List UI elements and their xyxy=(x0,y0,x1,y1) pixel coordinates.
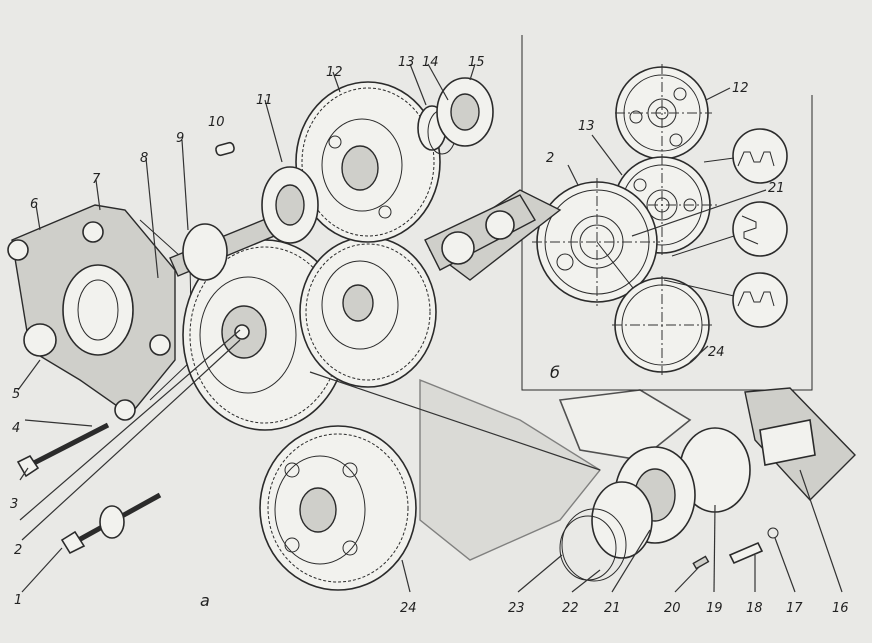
inset-gear-12 xyxy=(615,64,712,160)
label-4: 4 xyxy=(12,421,20,436)
bearing-assembly xyxy=(417,77,494,155)
part-labels: 1 2 3 4 5 6 7 8 9 10 11 12 13 14 15 16 1… xyxy=(10,55,849,616)
inset-gear-24 xyxy=(612,276,715,375)
label-23: 23 xyxy=(508,601,525,616)
key xyxy=(215,141,235,157)
inset-label-24: 24 xyxy=(708,345,725,360)
label-8: 8 xyxy=(140,151,148,166)
tooth-detail-bottom xyxy=(663,272,788,328)
bolt-1 xyxy=(60,492,162,555)
label-21: 21 xyxy=(604,601,621,616)
label-12: 12 xyxy=(326,65,343,80)
label-22: 22 xyxy=(562,601,579,616)
inset-labels: 12 13 2 21 24 б xyxy=(546,81,785,382)
camshaft-gear xyxy=(295,81,441,243)
label-16: 16 xyxy=(832,601,849,616)
label-20: 20 xyxy=(664,601,681,616)
label-6: 6 xyxy=(30,197,38,212)
right-shaft-assembly xyxy=(559,387,856,582)
leader-lines xyxy=(17,63,843,593)
sublabel-b: б xyxy=(550,363,560,382)
label-24: 24 xyxy=(400,601,417,616)
label-15: 15 xyxy=(468,55,485,70)
tooth-detail-middle xyxy=(671,201,788,257)
inset-label-2: 2 xyxy=(546,151,554,166)
label-2: 2 xyxy=(14,543,22,558)
label-1: 1 xyxy=(14,593,22,608)
sublabel-a: а xyxy=(200,591,210,610)
label-17: 17 xyxy=(786,601,803,616)
label-5: 5 xyxy=(12,387,20,402)
label-3: 3 xyxy=(10,497,18,512)
label-13: 13 xyxy=(398,55,415,70)
label-7: 7 xyxy=(92,172,101,187)
idler-gear xyxy=(299,236,437,388)
camshaft xyxy=(424,194,536,271)
label-10: 10 xyxy=(208,115,225,130)
lower-gear xyxy=(259,425,417,591)
label-18: 18 xyxy=(746,601,763,616)
label-19: 19 xyxy=(706,601,723,616)
label-9: 9 xyxy=(176,131,184,146)
label-11: 11 xyxy=(256,93,273,108)
label-14: 14 xyxy=(422,55,439,70)
fuel-pump-shaft xyxy=(169,166,319,281)
timing-cover xyxy=(7,204,176,421)
inset-label-13: 13 xyxy=(578,119,595,134)
bolt-4 xyxy=(16,422,110,478)
inset-label-12: 12 xyxy=(732,81,749,96)
inset-panel xyxy=(521,35,813,391)
inset-label-21: 21 xyxy=(768,181,785,196)
tooth-detail-top xyxy=(703,128,788,184)
